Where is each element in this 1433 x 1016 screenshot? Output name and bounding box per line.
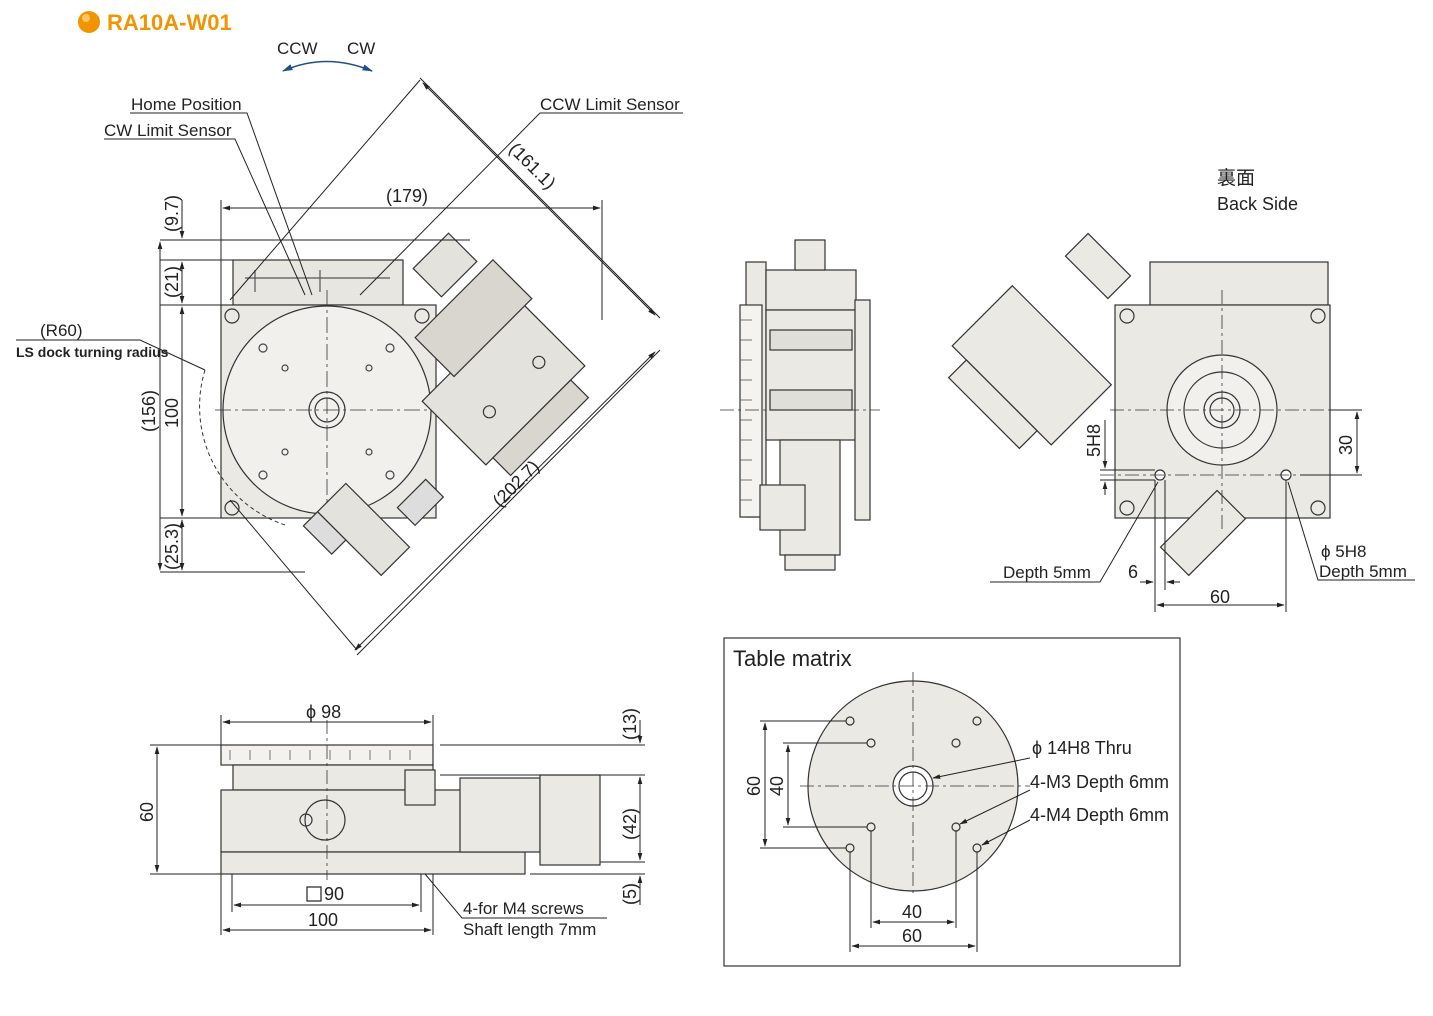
dim-13: (13) <box>620 708 640 740</box>
back-view-labels: 裏面 Back Side 5H8 30 Depth 5mm 6 ϕ 5H8 De… <box>1003 167 1407 607</box>
shaft-length-label: Shaft length 7mm <box>463 920 596 939</box>
side-view <box>720 239 880 571</box>
dim-42: (42) <box>620 808 640 840</box>
ls-dock-radius-label: LS dock turning radius <box>16 344 169 360</box>
depth-right-label: Depth 5mm <box>1319 562 1407 581</box>
dim-40-matrix-vertical: 40 <box>767 776 787 796</box>
front-view <box>220 720 601 880</box>
m4-holes-label: 4-M4 Depth 6mm <box>1030 805 1169 825</box>
thru-hole-label: ϕ 14H8 Thru <box>1032 738 1132 758</box>
dim-5h8: 5H8 <box>1084 424 1104 457</box>
ccw-limit-sensor-label: CCW Limit Sensor <box>540 95 680 114</box>
table-matrix-panel: Table matrix ϕ 14H8 Thru 4-M3 Depth 6mm <box>723 637 1181 967</box>
dim-9-7: (9.7) <box>162 195 182 232</box>
page-title: RA10A-W01 <box>107 10 232 35</box>
dim-161-1: (161.1) <box>505 139 559 193</box>
dim-100-vertical: 100 <box>162 398 182 428</box>
back-view-dimensions <box>990 409 1415 612</box>
rotation-arrow-icon <box>282 60 373 72</box>
dim-179: (179) <box>386 186 428 206</box>
top-view-dimensions <box>16 77 683 656</box>
back-view <box>947 232 1340 577</box>
cw-label: CW <box>347 39 375 58</box>
depth-left-label: Depth 5mm <box>1003 563 1091 582</box>
cw-limit-sensor-label: CW Limit Sensor <box>104 121 232 140</box>
m4-screws-label: 4-for M4 screws <box>463 899 584 918</box>
ccw-label: CCW <box>277 39 318 58</box>
dim-sq-90: 90 <box>324 884 344 904</box>
front-view-dimensions <box>150 715 645 935</box>
dim-21: (21) <box>162 266 182 298</box>
table-matrix-title: Table matrix <box>733 646 852 671</box>
dim-60-back: 60 <box>1210 587 1230 607</box>
dim-5: (5) <box>620 883 640 905</box>
back-side-en-label: Back Side <box>1217 194 1298 214</box>
dim-phi-98: ϕ 98 <box>306 702 341 722</box>
dim-100-front: 100 <box>308 910 338 930</box>
dim-60-front: 60 <box>137 802 157 822</box>
m3-holes-label: 4-M3 Depth 6mm <box>1030 772 1169 792</box>
dim-156: (156) <box>139 390 159 432</box>
dim-25-3: (25.3) <box>162 523 182 570</box>
dim-60-matrix-horizontal: 60 <box>902 926 922 946</box>
dim-6: 6 <box>1128 562 1138 582</box>
phi-5h8-label: ϕ 5H8 <box>1321 542 1366 561</box>
dim-60-matrix-vertical: 60 <box>744 776 764 796</box>
r60-label: (R60) <box>40 321 83 340</box>
back-side-jp-label: 裏面 <box>1217 167 1255 189</box>
rotation-indicator: CCW CW <box>277 39 375 72</box>
header: RA10A-W01 <box>78 10 232 35</box>
dim-30: 30 <box>1336 435 1356 455</box>
header-bullet-icon <box>78 11 100 33</box>
front-view-labels: ϕ 98 (13) 60 (42) 90 (5) 100 4-for M4 sc… <box>137 702 640 939</box>
home-position-label: Home Position <box>131 95 242 114</box>
dim-40-matrix-horizontal: 40 <box>902 902 922 922</box>
